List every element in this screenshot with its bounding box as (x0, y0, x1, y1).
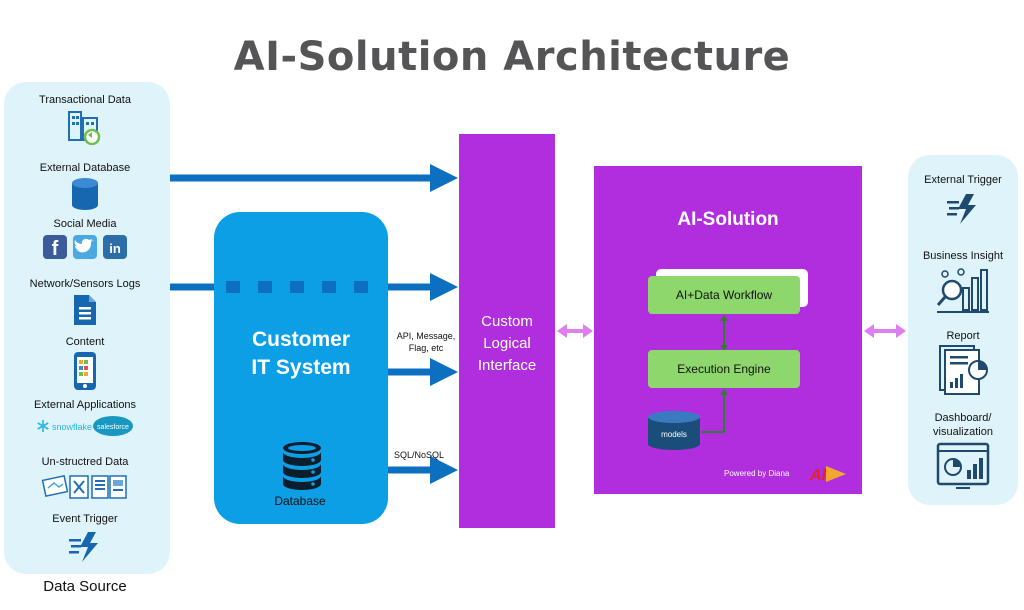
interface-line1: Custom (481, 313, 533, 330)
source-label-external-applications: External Applications (33, 399, 137, 411)
snowflake-salesforce-icon: snowflake salesforce (0, 414, 170, 438)
files-icon (0, 472, 170, 502)
interface-line3: Interface (477, 357, 537, 374)
customer-it-system-title: Customer IT System (214, 326, 388, 382)
database-cylinder-icon (0, 177, 170, 211)
source-label-event-trigger: Event Trigger (52, 513, 118, 525)
ai-solution-title: AI-Solution (677, 209, 779, 230)
source-label-external-database: External Database (39, 162, 131, 174)
output-label-business-insight: Business Insight (922, 250, 1004, 262)
document-icon (0, 293, 170, 327)
salesforce-logo-text: salesforce (97, 424, 129, 431)
bidirectional-arrow-interface-ai (557, 324, 593, 338)
svg-text:f: f (52, 238, 59, 260)
it-title-line2: IT System (251, 356, 351, 379)
execution-engine-box: Execution Engine (648, 350, 800, 388)
diana-logo-text: AI (809, 467, 827, 484)
buildings-sync-icon (0, 109, 170, 145)
source-label-content: Content (65, 336, 105, 348)
api-message-label: API, Message, Flag, etc (390, 330, 462, 354)
dashboard-icon (908, 442, 1018, 490)
outputs-panel (908, 155, 1018, 505)
page-title: AI-Solution Architecture (233, 34, 791, 80)
diana-logo: AI (808, 463, 852, 485)
api-label-line1: API, Message, (396, 331, 456, 341)
linkedin-logo-text: in (109, 241, 121, 256)
api-label-line2: Flag, etc (408, 343, 444, 353)
models-cylinder: models (646, 410, 702, 452)
dashboard-label-line2: visualization (933, 426, 993, 438)
bidirectional-arrow-ai-output (864, 324, 906, 338)
data-source-label: Data Source (43, 578, 127, 595)
source-label-transactional-data: Transactional Data (39, 94, 131, 106)
dashed-connector (226, 281, 368, 293)
lightning-speed-icon (0, 531, 170, 563)
ai-solution-box (594, 166, 862, 494)
lightning-speed-icon (908, 193, 1018, 225)
dashboard-label-line1: Dashboard/ (934, 412, 992, 424)
social-media-icon: f in (0, 234, 170, 260)
custom-logical-interface-box (459, 134, 555, 528)
models-label: models (661, 430, 687, 439)
source-label-network-sensors-logs: Network/Sensors Logs (29, 278, 141, 290)
output-label-dashboard: Dashboard/ visualization (908, 411, 1018, 439)
source-label-social-media: Social Media (53, 218, 117, 230)
sql-nosql-label: SQL/NoSQL (393, 450, 445, 460)
interface-line2: Logical (483, 335, 531, 352)
custom-logical-interface-label: Custom Logical Interface (459, 311, 555, 377)
powered-by-label: Powered by Diana (724, 469, 790, 478)
smartphone-icon (0, 351, 170, 391)
it-title-line1: Customer (251, 328, 351, 351)
insight-chart-icon (908, 266, 1018, 316)
source-label-unstructured-data: Un-structred Data (41, 456, 129, 468)
output-label-report: Report (946, 330, 980, 342)
output-label-external-trigger: External Trigger (924, 174, 1002, 186)
ai-internal-connectors (702, 315, 728, 433)
report-icon (908, 344, 1018, 396)
snowflake-logo-text: snowflake (52, 422, 92, 432)
database-label: Database (274, 494, 326, 508)
ai-data-workflow-box: AI+Data Workflow (648, 276, 800, 314)
database-stack-icon (280, 440, 324, 492)
